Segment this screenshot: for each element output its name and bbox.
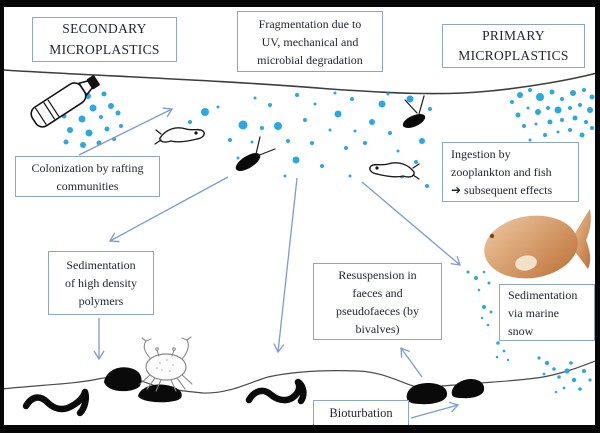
plastic-debris-blob	[451, 379, 485, 399]
dots-bottle_cluster	[61, 91, 123, 148]
marine-snow-label: Sedimentation via marine snow	[508, 287, 578, 338]
plastic-bottle-icon	[30, 75, 100, 128]
secondary-microplastics-box: SECONDARY MICROPLASTICS	[32, 17, 177, 62]
dots-marine_snow_trail	[466, 270, 592, 394]
arrow-bivalve-to-resuspension	[400, 347, 423, 378]
sedimentation-polymers-box: Sedimentation of high density polymers	[48, 251, 154, 315]
arrow-bioturbation-to-sediment	[410, 401, 460, 419]
ingestion-box: Ingestion by zooplankton and fish ➔ subs…	[442, 142, 579, 202]
worm-icon	[245, 378, 307, 405]
crab-icon	[139, 336, 193, 392]
resuspension-label: Resuspension in faeces and pseudofaeces …	[336, 267, 419, 336]
fragmentation-box: Fragmentation due to UV, mechanical and …	[237, 11, 383, 72]
worm-icon	[22, 388, 90, 417]
sedimentation-polymers-label: Sedimentation of high density polymers	[65, 258, 137, 308]
fish-larva-icon	[154, 127, 205, 145]
plastic-debris-blob	[104, 367, 142, 392]
arrow-debris-to-sedimentation	[108, 176, 229, 243]
fish-larva-icon	[369, 162, 420, 180]
secondary-microplastics-label: SECONDARY MICROPLASTICS	[49, 21, 160, 57]
copepod-icon	[402, 95, 426, 129]
marine-snow-box: Sedimentation via marine snow	[499, 284, 595, 341]
arrow-debris-to-marine-snow	[361, 181, 461, 266]
primary-microplastics-box: PRIMARY MICROPLASTICS	[442, 24, 585, 68]
colonization-box: Colonization by rafting communities	[15, 156, 160, 197]
fish-icon	[484, 209, 591, 279]
primary-microplastics-label: PRIMARY MICROPLASTICS	[458, 27, 569, 63]
arrow-colonization-to-debris	[78, 107, 174, 156]
bioturbation-label: Bioturbation	[329, 406, 393, 421]
water-surface-line	[2, 69, 598, 95]
ingestion-label: Ingestion by zooplankton and fish ➔ subs…	[451, 147, 553, 197]
fragmentation-label: Fragmentation due to UV, mechanical and …	[257, 16, 363, 67]
resuspension-box: Resuspension in faeces and pseudofaeces …	[313, 263, 442, 340]
copepod-icon	[235, 136, 276, 171]
colonization-label: Colonization by rafting communities	[31, 160, 144, 193]
arrow-debris-to-seafloor	[273, 177, 298, 354]
plastic-debris-blob	[138, 384, 182, 403]
bioturbation-box: Bioturbation	[313, 400, 409, 427]
plastic-debris-blob	[406, 383, 448, 405]
dots-primary_cluster	[510, 88, 595, 147]
